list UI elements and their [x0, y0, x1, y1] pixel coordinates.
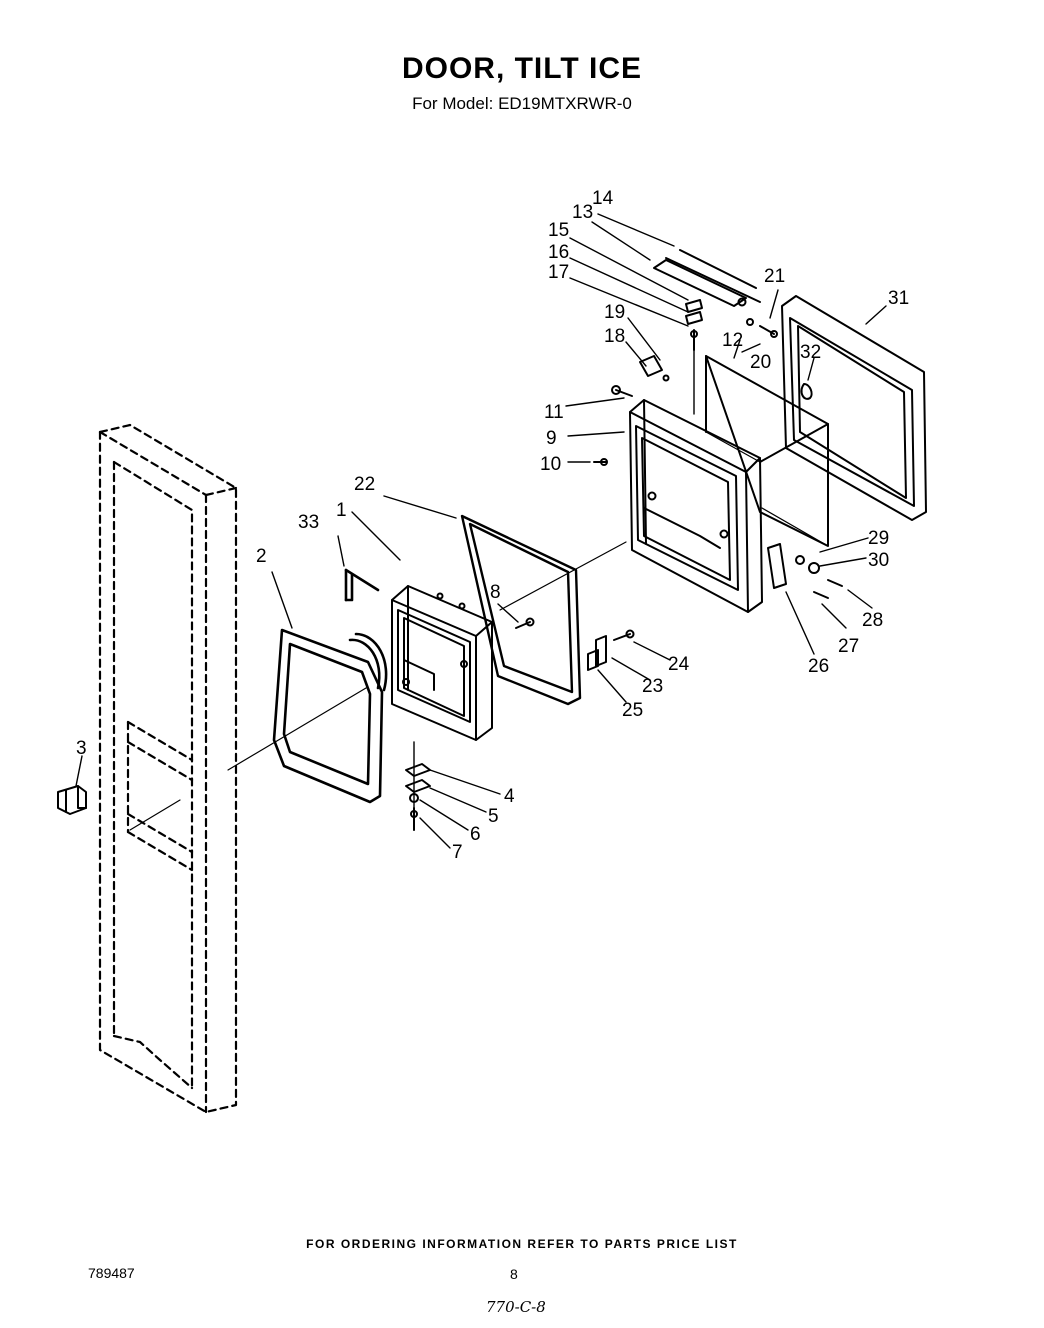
callout-17: 17: [548, 262, 569, 283]
part-3-switch: [57, 785, 87, 815]
ordering-note: FOR ORDERING INFORMATION REFER TO PARTS …: [306, 1237, 738, 1251]
callout-16: 16: [548, 242, 569, 263]
callout-27: 27: [838, 636, 859, 657]
part-23-25-hardware: [587, 629, 635, 671]
callout-11: 11: [544, 402, 564, 423]
part-33-allen-wrench: [344, 568, 380, 602]
callout-19: 19: [604, 302, 625, 323]
part-31-outer-frame: [781, 295, 927, 521]
part-15-17-hinge-pieces: [685, 299, 703, 415]
callout-13: 13: [572, 202, 593, 223]
callout-22: 22: [354, 474, 375, 495]
callout-28: 28: [862, 610, 883, 631]
model-subtitle: For Model: ED19MTXRWR-0: [412, 94, 632, 113]
part-32-latch: [800, 383, 813, 400]
part-12-liner: [705, 355, 829, 547]
callout-6: 6: [470, 824, 481, 845]
callout-8: 8: [490, 582, 501, 603]
leader-lines: [75, 213, 887, 849]
callout-24: 24: [668, 654, 690, 675]
callout-4: 4: [504, 786, 515, 807]
page-number: 8: [510, 1266, 518, 1282]
assembly-axis-lines: [129, 431, 829, 831]
callout-5: 5: [488, 806, 499, 827]
callout-1: 1: [336, 500, 347, 521]
callout-21: 21: [764, 266, 785, 287]
part-4-7-stack: [405, 741, 431, 831]
callout-3: 3: [76, 738, 87, 759]
callout-31: 31: [888, 288, 909, 309]
callout-10: 10: [540, 454, 561, 475]
callout-33: 33: [298, 512, 319, 533]
callout-23: 23: [642, 676, 663, 697]
callout-32: 32: [800, 342, 821, 363]
refrigerator-door-outline: [98, 423, 238, 1114]
part-2-heater: [272, 628, 388, 804]
callout-2: 2: [256, 546, 267, 567]
callout-25: 25: [622, 700, 643, 721]
callout-18: 18: [604, 326, 625, 347]
part-26-30-latch-hardware: [767, 543, 843, 599]
callout-labels: 1 2 3 4 5 6 7 8 9 10 11 12 13 14 15 16 1…: [76, 188, 909, 863]
part-10-11-screws: [593, 385, 633, 466]
part-20-21-pin: [746, 318, 778, 338]
part-8-screw: [515, 617, 535, 629]
part-13-14-top-bracket: [653, 249, 761, 307]
callout-12: 12: [722, 330, 743, 351]
callout-9: 9: [546, 428, 557, 449]
callout-29: 29: [868, 528, 889, 549]
document-number: 789487: [88, 1265, 135, 1281]
handwritten-note: 770-C-8: [486, 1298, 546, 1316]
page-title: DOOR, TILT ICE: [401, 52, 643, 85]
part-9-door: [629, 399, 763, 613]
callout-7: 7: [452, 842, 463, 863]
callout-26: 26: [808, 656, 829, 677]
part-18-19-clip: [639, 355, 670, 382]
callout-15: 15: [548, 220, 569, 241]
callout-14: 14: [592, 188, 614, 209]
callout-20: 20: [750, 352, 771, 373]
callout-30: 30: [868, 550, 889, 571]
part-1-housing: [391, 585, 493, 741]
part-22-gasket: [460, 514, 582, 706]
